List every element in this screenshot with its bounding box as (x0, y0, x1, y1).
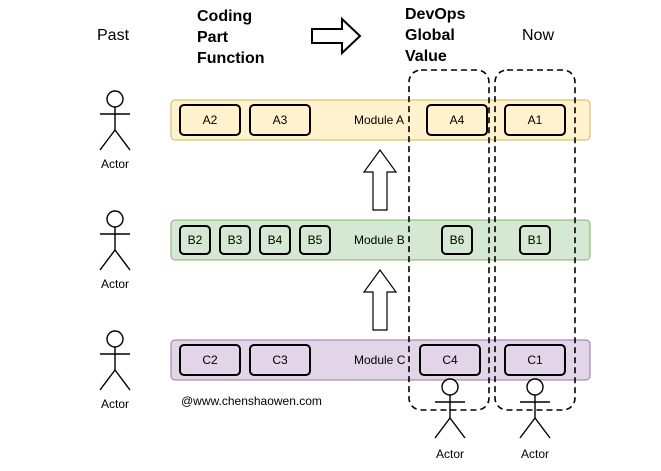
module-b-label: Module B (354, 233, 405, 247)
coding-header-line-3: Function (197, 50, 265, 67)
box-b5-label: B5 (307, 233, 323, 247)
actor-label: Actor (101, 277, 130, 291)
box-b5 (299, 225, 331, 255)
devops-header-line-1: DevOps (405, 6, 466, 23)
box-b6 (441, 225, 473, 255)
actor-icon (434, 378, 466, 439)
box-a4 (426, 104, 488, 136)
box-b2-label: B2 (187, 233, 203, 247)
box-c4 (419, 344, 481, 376)
box-a3 (249, 104, 311, 136)
coding-header-line-2: Part (197, 29, 229, 46)
box-b3 (219, 225, 251, 255)
actor-label: Actor (101, 397, 130, 411)
now-dashed-container (494, 69, 576, 411)
box-c3-label: C3 (272, 353, 288, 367)
actor-label: Actor (101, 157, 130, 171)
right-arrow-icon (311, 16, 362, 56)
actor-icon (99, 90, 131, 151)
box-a1 (504, 104, 566, 136)
box-c2-label: C2 (202, 353, 218, 367)
box-a4-label: A4 (449, 113, 465, 127)
box-a2-label: A2 (202, 113, 218, 127)
now-header: Now (522, 27, 555, 44)
devops-header-line-3: Value (405, 48, 447, 65)
box-a1-label: A1 (527, 113, 543, 127)
coding-header-line-1: Coding (197, 8, 253, 25)
box-b6-label: B6 (449, 233, 465, 247)
actor-label: Actor (436, 447, 465, 461)
box-a3-label: A3 (272, 113, 288, 127)
actor-label: Actor (521, 447, 550, 461)
devops-dashed-container (408, 69, 490, 411)
box-b1-label: B1 (527, 233, 543, 247)
box-b1 (519, 225, 551, 255)
module-a-label: Module A (354, 113, 405, 127)
box-c4-label: C4 (442, 353, 458, 367)
box-c1-label: C1 (527, 353, 543, 367)
actor-icon (99, 330, 131, 391)
box-a2 (179, 104, 241, 136)
box-c2 (179, 344, 241, 376)
box-b4 (259, 225, 291, 255)
actor-icon (519, 378, 551, 439)
past-header: Past (97, 27, 130, 44)
box-b4-label: B4 (267, 233, 283, 247)
box-b2 (179, 225, 211, 255)
box-c1 (504, 344, 566, 376)
box-c3 (249, 344, 311, 376)
up-arrow-icon (362, 148, 398, 211)
module-c-label: Module C (354, 353, 406, 367)
watermark: @www.chenshaowen.com (181, 394, 322, 408)
up-arrow-icon (362, 268, 398, 331)
box-b3-label: B3 (227, 233, 243, 247)
actor-icon (99, 210, 131, 271)
devops-header-line-2: Global (405, 27, 455, 44)
